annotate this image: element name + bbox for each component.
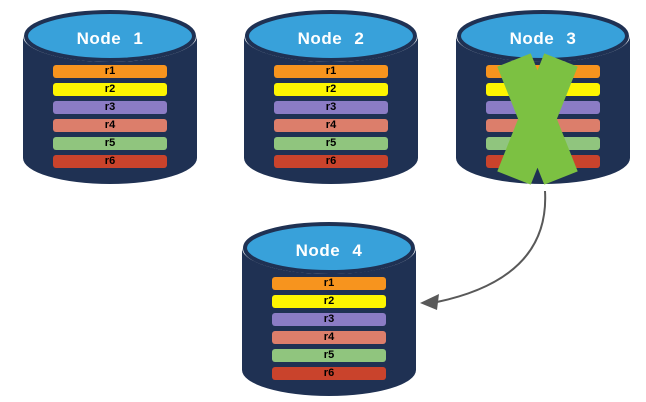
- replica-bar: r2: [53, 83, 167, 96]
- node-title: Node 3: [509, 29, 577, 48]
- replica-bar: r6: [272, 367, 386, 380]
- replica-bar: r4: [274, 119, 388, 132]
- node-title: Node 4: [295, 241, 363, 260]
- replica-list: r1 r2 r3 r4 r5 r6: [53, 65, 167, 168]
- node-2-cylinder: Node 2 r1 r2 r3 r4 r5 r6: [241, 6, 421, 186]
- replica-bar: r5: [53, 137, 167, 150]
- replica-bar: r1: [53, 65, 167, 78]
- node-1-cylinder: Node 1 r1 r2 r3 r4 r5 r6: [20, 6, 200, 186]
- replica-bar: r5: [272, 349, 386, 362]
- replica-bar: r1: [272, 277, 386, 290]
- node-title: Node 1: [76, 29, 144, 48]
- node-4-cylinder: Node 4 r1 r2 r3 r4 r5 r6: [239, 218, 419, 398]
- replica-bar: r2: [274, 83, 388, 96]
- replica-bar: r4: [272, 331, 386, 344]
- replica-list: r1 r2 r3 r4 r5 r6: [272, 277, 386, 380]
- replica-bar: r1: [274, 65, 388, 78]
- replica-bar: r3: [272, 313, 386, 326]
- replica-bar: r5: [274, 137, 388, 150]
- replica-bar: r6: [53, 155, 167, 168]
- failure-x-icon: [497, 53, 578, 185]
- replica-bar: r2: [272, 295, 386, 308]
- replica-bar: r6: [274, 155, 388, 168]
- replica-bar: r3: [274, 101, 388, 114]
- replica-bar: r4: [53, 119, 167, 132]
- replica-bar: r3: [53, 101, 167, 114]
- node-title: Node 2: [297, 29, 365, 48]
- replica-list: r1 r2 r3 r4 r5 r6: [274, 65, 388, 168]
